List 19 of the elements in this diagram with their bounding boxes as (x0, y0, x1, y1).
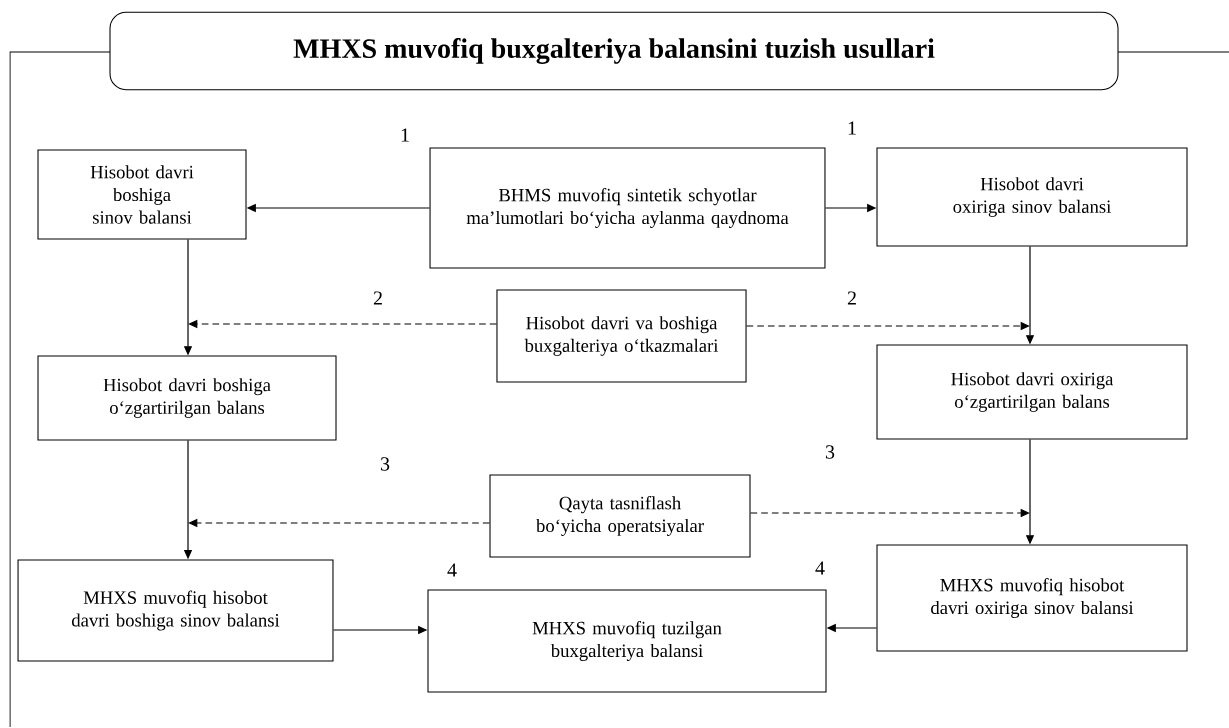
edge-label: 2 (845, 290, 859, 306)
edge-label: 1 (845, 120, 859, 136)
process-box: MHXS muvofiq tuzilgan buxgalteriya balansi (427, 589, 827, 693)
process-box: MHXS muvofiq hisobot davri boshiga sinov balansi (17, 559, 334, 662)
edge-label: 4 (813, 560, 827, 576)
edge-label: 1 (398, 127, 412, 143)
title-box: MHXS muvofiq buxgalteriya balansini tuzish usullari (109, 11, 1119, 91)
process-box: Hisobot davri boshiga sinov balansi (37, 149, 247, 240)
process-box: BHMS muvofiq sintetik schyotlar ma’lumotlari bo‘yicha aylanma qaydnoma (429, 147, 826, 269)
process-box: Hisobot davri oxiriga sinov balansi (876, 147, 1188, 247)
process-box: Hisobot davri oxiriga o‘zgartirilgan balans (876, 344, 1188, 440)
process-box: Hisobot davri va boshiga buxgalteriya o‘tkazmalari (496, 289, 747, 383)
edge-label: 3 (823, 443, 837, 461)
process-box: Qayta tasniflash bo‘yicha operatsiyalar (489, 474, 751, 558)
edge-label: 3 (378, 455, 392, 473)
edge-label: 2 (371, 290, 385, 306)
edge-label: 4 (445, 562, 459, 578)
process-box: MHXS muvofiq hisobot davri oxiriga sinov balansi (876, 544, 1188, 652)
process-box: Hisobot davri boshiga o‘zgartirilgan balans (37, 355, 337, 441)
